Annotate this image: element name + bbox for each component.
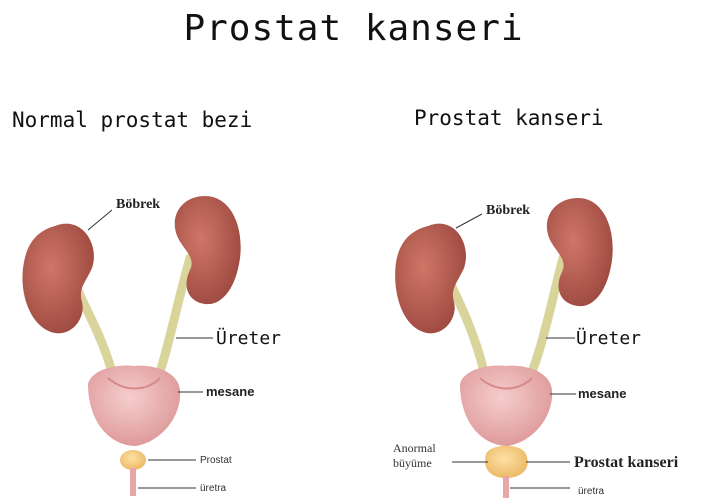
left-kidney-shape xyxy=(395,224,466,334)
abnormal-growth-label-line1: Anormal xyxy=(393,441,436,455)
prostate-label: Prostat xyxy=(200,455,232,466)
urethra-shape xyxy=(130,468,136,496)
ureter-label: Üreter xyxy=(576,327,641,349)
prostate-cancer-diagram: Böbrek Üreter mesane Anormal büyüme Pros… xyxy=(393,198,679,498)
enlarged-prostate-shape xyxy=(485,446,528,478)
urethra-shape xyxy=(503,476,509,498)
left-kidney-shape xyxy=(22,224,93,334)
bladder-shape xyxy=(88,366,180,446)
normal-prostate-diagram: Böbrek Üreter mesane Prostat üretra xyxy=(22,196,281,496)
bladder-label: mesane xyxy=(578,386,626,401)
bladder-shape xyxy=(460,366,552,446)
bladder-label: mesane xyxy=(206,384,254,399)
prostate-shape xyxy=(120,450,146,470)
abnormal-growth-label-line2: büyüme xyxy=(393,456,432,470)
right-ureter-tube xyxy=(160,258,190,372)
urethra-label: üretra xyxy=(200,483,227,494)
ureter-label: Üreter xyxy=(216,327,281,349)
right-ureter-tube xyxy=(532,258,563,372)
prostate-cancer-label: Prostat kanseri xyxy=(574,454,679,471)
kidney-label: Böbrek xyxy=(486,203,530,218)
kidney-label: Böbrek xyxy=(116,197,160,212)
urethra-label: üretra xyxy=(578,486,605,497)
